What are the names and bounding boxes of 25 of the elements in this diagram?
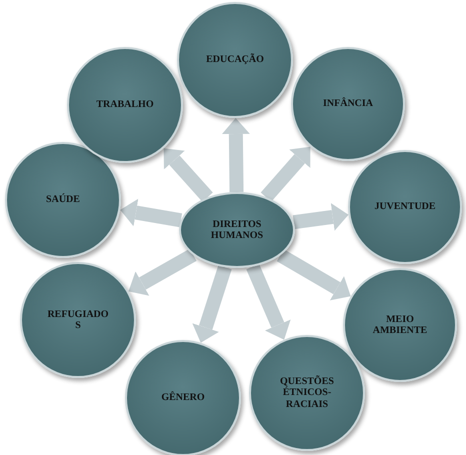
block-arrow (292, 203, 349, 231)
block-arrow (164, 148, 213, 202)
block-arrow (128, 248, 197, 296)
node-label: REFUGIADOS (47, 308, 109, 332)
node-label: MEIO AMBIENTE (372, 314, 428, 336)
node-label: INFÂNCIA (323, 98, 373, 110)
topic-circle (291, 47, 405, 161)
block-arrow (192, 265, 232, 343)
node-label: SAÚDE (46, 194, 80, 206)
node-label: EDUCAÇÃO (206, 54, 264, 66)
center-ellipse (179, 192, 295, 268)
topic-circle (20, 262, 136, 378)
topic-circle (249, 335, 365, 451)
node-label: GÊNERO (161, 392, 205, 404)
topic-circle (125, 340, 241, 455)
node-label: QUESTÕES ÉTNICOS-RACIAIS (279, 376, 335, 410)
node-label: JUVENTUDE (374, 201, 436, 213)
block-arrow (222, 118, 250, 192)
topic-circle (343, 268, 457, 382)
topic-circle (177, 2, 293, 118)
block-arrow (120, 198, 182, 228)
block-arrow (276, 249, 351, 300)
node-label: DIREITOS HUMANOS (210, 218, 264, 242)
block-arrow (260, 146, 310, 202)
node-label: TRABALHO (96, 99, 154, 111)
